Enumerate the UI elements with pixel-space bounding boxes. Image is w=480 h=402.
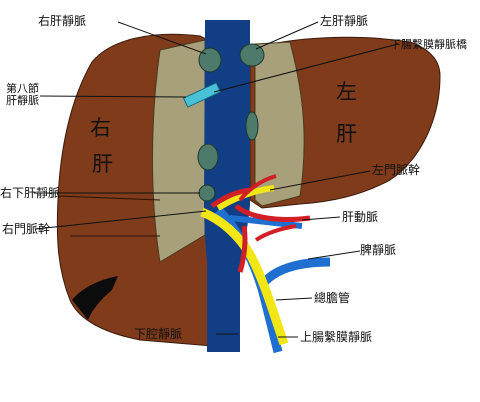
label-left-hepatic-vein: 左肝靜脈: [320, 14, 369, 28]
label-left-lobe-2: 肝: [336, 122, 357, 146]
middle-hepatic-vein-stub: [197, 143, 219, 171]
left-portal-branch: [229, 215, 303, 229]
eighth-segment-vein-probe: [182, 82, 222, 108]
label-inferior-mesenteric-vein: 下腸繫膜靜脈橋: [390, 38, 467, 51]
caudate-region: [152, 39, 206, 263]
left-hepatic-vein-stub: [239, 43, 265, 67]
right-hepatic-vein-stub: [198, 47, 222, 73]
label-eighth-segment-line1: 第八節: [6, 82, 39, 95]
label-hepatic-artery: 肝動脈: [342, 210, 379, 224]
gastroduodenal-artery: [237, 225, 248, 273]
label-right-lobe-1: 右: [90, 116, 111, 140]
label-right-lobe-2: 肝: [92, 152, 113, 176]
inferior-hepatic-vein-stub: [198, 184, 216, 202]
label-right-hepatic-vein: 右肝靜脈: [38, 14, 87, 28]
label-eighth-segment: 第八節 肝靜脈: [6, 83, 39, 107]
splenic-artery: [254, 224, 297, 242]
splenic-vein: [258, 257, 331, 288]
label-left-lobe-1: 左: [336, 80, 357, 104]
hepatic-artery: [234, 203, 311, 222]
quadrate-region: [254, 41, 305, 207]
common-bile-duct: [200, 207, 289, 346]
label-right-portal-vein: 右門脈幹: [2, 222, 51, 236]
label-superior-mesenteric-vein: 上腸繫膜靜脈: [300, 330, 373, 344]
label-right-inferior-hepatic-vein: 右下肝靜脈: [0, 186, 61, 200]
label-left-portal-vein: 左門脈幹: [372, 163, 421, 177]
leader-lines: [34, 21, 399, 338]
label-eighth-segment-line2: 肝靜脈: [6, 94, 39, 107]
left-inferior-stub: [245, 111, 259, 141]
label-inferior-vena-cava: 下腔靜脈: [134, 327, 183, 341]
label-splenic-vein: 脾靜脈: [360, 243, 397, 257]
left-hepatic-artery: [238, 174, 277, 202]
liver-shadow: [72, 276, 118, 320]
label-common-bile-duct: 總膽管: [314, 291, 351, 305]
